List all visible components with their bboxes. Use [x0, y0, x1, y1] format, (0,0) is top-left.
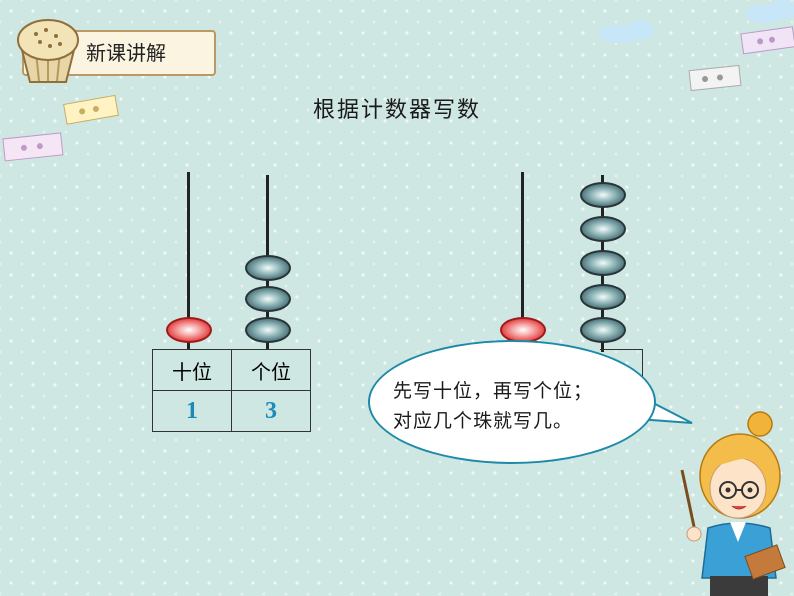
- table-header-row: 十位 个位: [152, 349, 311, 391]
- header-tens: 十位: [152, 349, 232, 391]
- muffin-icon: [17, 19, 79, 83]
- ticket-sticker-icon: [688, 64, 742, 92]
- abacus-rod-tens: [187, 172, 190, 349]
- value-tens: 1: [152, 390, 232, 432]
- bubble-line-2: 对应几个珠就写几。: [393, 410, 574, 432]
- ones-bead: [580, 317, 626, 343]
- header-ones: 个位: [231, 349, 311, 391]
- ones-bead: [245, 317, 291, 343]
- table-value-row: 1 3: [152, 390, 311, 432]
- ones-bead: [580, 182, 626, 208]
- ticket-sticker-icon: [2, 132, 64, 162]
- lesson-badge-label: 新课讲解: [86, 41, 166, 65]
- abacus-rod-tens: [521, 172, 524, 352]
- place-value-table: 十位 个位 1 3: [152, 349, 311, 432]
- value-ones: 3: [231, 390, 311, 432]
- ticket-sticker-icon: [63, 94, 119, 125]
- ones-bead: [580, 250, 626, 276]
- speech-bubble: [368, 340, 656, 464]
- ticket-sticker-icon: [740, 26, 794, 55]
- cloud-icon: [598, 20, 654, 43]
- page-title: 根据计数器写数: [312, 98, 481, 123]
- ones-bead: [245, 255, 291, 281]
- ones-bead: [580, 284, 626, 310]
- bubble-line-1: 先写十位，再写个位；: [393, 380, 594, 402]
- speech-bubble-text: 先写十位，再写个位； 对应几个珠就写几。: [393, 376, 593, 436]
- tens-bead: [166, 317, 212, 343]
- teacher-illustration: [680, 411, 786, 596]
- table-fragment: [600, 349, 643, 390]
- ones-bead: [245, 286, 291, 312]
- cloud-icon: [745, 0, 794, 23]
- ones-bead: [580, 216, 626, 242]
